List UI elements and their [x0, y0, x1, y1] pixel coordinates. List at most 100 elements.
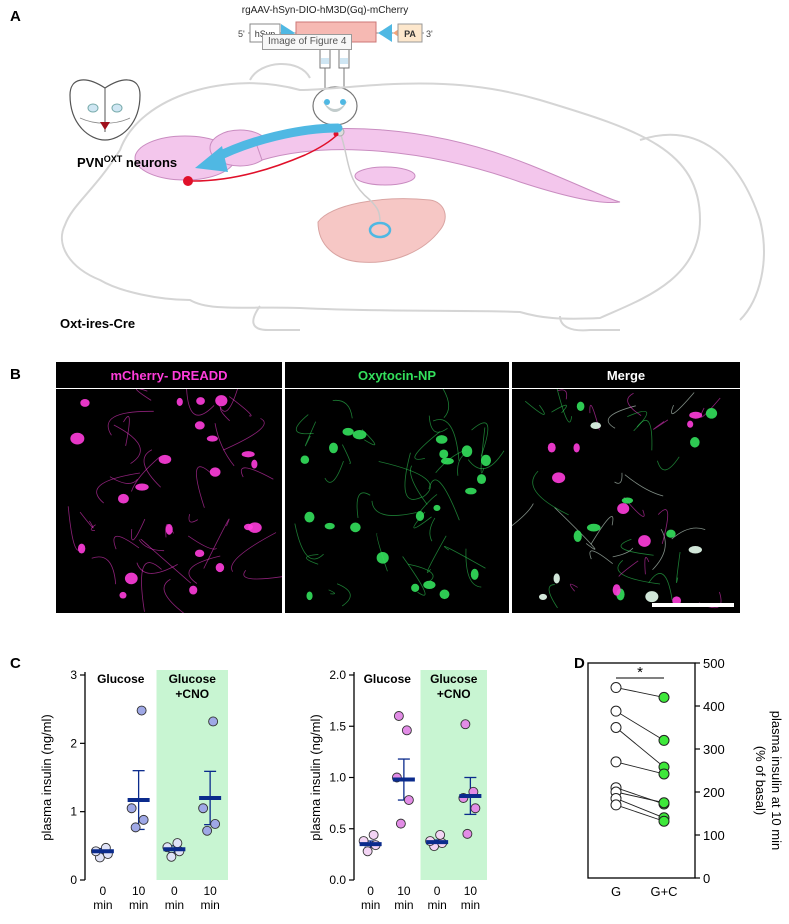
y-axis-label: plasma insulin (ng/ml): [39, 714, 54, 840]
neurite: [471, 422, 489, 457]
cell-body: [612, 584, 621, 596]
cell-body: [324, 522, 335, 530]
cell-body: [350, 522, 361, 533]
neurite: [432, 419, 460, 461]
cell-body: [689, 411, 703, 419]
neurite: [376, 532, 388, 572]
neurite: [512, 503, 534, 527]
pair-line: [615, 804, 665, 822]
cell-body: [306, 591, 313, 601]
cell-body: [705, 408, 718, 419]
coronal-section-icon: [69, 79, 141, 141]
spinal-cord-section: [312, 86, 358, 126]
cell-body: [470, 568, 479, 580]
neurite: [332, 399, 353, 419]
point-g: [610, 756, 622, 768]
neurite: [652, 528, 666, 571]
x-tick-label: 10: [203, 884, 217, 898]
x-tick-label: 10: [132, 884, 146, 898]
header-mcherry: mCherry- DREADD: [56, 362, 282, 388]
y-tick-label: 1: [70, 805, 77, 819]
neurite: [556, 389, 573, 423]
x-tick-label: 10: [397, 884, 411, 898]
mouse-ear: [249, 63, 311, 81]
x-tick-label: 0: [100, 884, 107, 898]
liver: [317, 198, 446, 263]
cell-body: [423, 580, 436, 590]
cell-body: [70, 432, 85, 445]
micrograph-oxytocin: [285, 389, 509, 613]
mouse-tail: [639, 133, 765, 321]
point-gc: [658, 797, 670, 809]
panel-letter-c: C: [10, 655, 21, 672]
x-tick-unit: min: [394, 898, 413, 912]
group-label-glucose: Glucose: [97, 672, 145, 686]
cell-body: [439, 449, 449, 459]
neurite: [79, 511, 94, 529]
nerve-path: [339, 131, 381, 223]
neurite: [295, 414, 314, 435]
neurite: [551, 404, 567, 414]
neurite: [443, 546, 486, 569]
neurite: [187, 535, 217, 550]
neurite: [590, 516, 614, 545]
neuron-soma: [183, 176, 193, 186]
neurite: [414, 431, 441, 460]
data-point: [393, 711, 404, 721]
x-tick-unit: min: [129, 898, 148, 912]
cell-body: [300, 455, 310, 464]
cell-body: [553, 573, 560, 584]
neurite: [196, 466, 214, 508]
cell-body: [621, 497, 634, 504]
x-tick-unit: min: [461, 898, 480, 912]
header-merge: Merge: [512, 362, 740, 388]
cell-body: [241, 451, 255, 458]
neurite: [203, 518, 230, 569]
neurite: [428, 415, 448, 433]
cell-body: [645, 591, 659, 603]
x-label-gc: G+C: [650, 884, 677, 899]
pair-line: [615, 761, 665, 775]
neurite: [131, 518, 146, 541]
spinal-cord: [254, 128, 621, 204]
x-label-g: G: [611, 884, 621, 899]
neurite: [96, 472, 140, 504]
data-point: [460, 719, 471, 730]
data-point: [462, 828, 473, 839]
loxp-site-right: [378, 24, 392, 42]
cell-body: [590, 422, 602, 430]
neurite: [657, 456, 680, 471]
mouse-hind-paw: [559, 315, 620, 332]
cell-body: [194, 549, 205, 558]
cell-body: [135, 483, 149, 491]
data-point: [403, 795, 414, 806]
point-gc: [658, 691, 670, 703]
cell-body: [189, 585, 198, 595]
neurite: [306, 554, 319, 565]
neurite: [557, 389, 568, 400]
x-tick-unit: min: [427, 898, 446, 912]
neurite: [141, 562, 162, 612]
neurite: [465, 548, 482, 588]
neurite: [657, 509, 669, 545]
data-point: [126, 803, 137, 814]
x-tick-label: 0: [367, 884, 374, 898]
neurite: [186, 389, 215, 416]
neurite: [324, 461, 344, 483]
header-oxytocin: Oxytocin-NP: [285, 362, 509, 388]
cell-body: [196, 397, 205, 405]
data-point: [138, 814, 149, 825]
pair-line: [615, 710, 665, 741]
neurite: [304, 421, 317, 447]
data-point: [368, 829, 379, 840]
significance-star: *: [637, 664, 643, 681]
cell-body: [194, 421, 205, 430]
y-axis-label: plasma insulin (ng/ml): [308, 714, 323, 840]
neurite: [548, 584, 558, 609]
data-point: [136, 705, 147, 716]
group-label-glucose-cno: Glucose: [169, 672, 217, 686]
data-point: [130, 822, 141, 833]
cell-body: [672, 596, 682, 606]
panel-letter-d: D: [574, 655, 585, 672]
